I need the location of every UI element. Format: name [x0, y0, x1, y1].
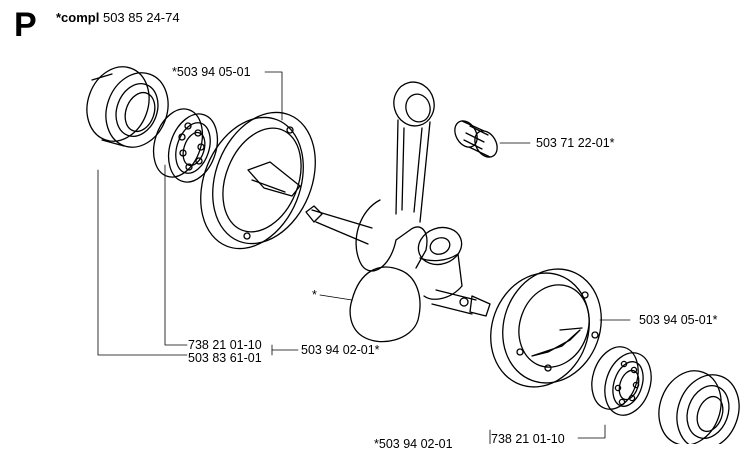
label-crankshaft: * [312, 288, 317, 302]
label-right-crankcase-half: 503 94 05-01* [639, 313, 718, 327]
label-left-kit: 503 94 02-01* [301, 343, 380, 357]
label-left-seal: 503 83 61-01 [188, 351, 262, 365]
left-crankcase-half [200, 111, 316, 250]
section-letter: P [14, 6, 37, 44]
right-ball-bearing [591, 346, 652, 416]
label-needle-bearing: 503 71 22-01* [536, 136, 615, 150]
heading-compl: *compl [56, 10, 100, 25]
heading-part-number: 503 85 24-74 [102, 10, 180, 25]
label-left-bearing: 738 21 01-10 [188, 338, 262, 352]
right-oil-seal [658, 370, 740, 444]
right-crankcase-half [490, 268, 602, 388]
label-left-crankcase-half: *503 94 05-01 [172, 65, 251, 79]
connecting-rod [393, 81, 435, 223]
crankshaft [305, 199, 491, 343]
needle-bearing [454, 120, 498, 158]
left-ball-bearing [152, 108, 219, 183]
assembly-heading: *compl 503 85 24-74 [56, 10, 180, 25]
label-bottom-kit: *503 94 02-01 [374, 437, 453, 451]
left-oil-seal [86, 66, 169, 148]
label-right-bearing: 738 21 01-10 [491, 432, 565, 446]
leader-lines [97, 71, 631, 444]
